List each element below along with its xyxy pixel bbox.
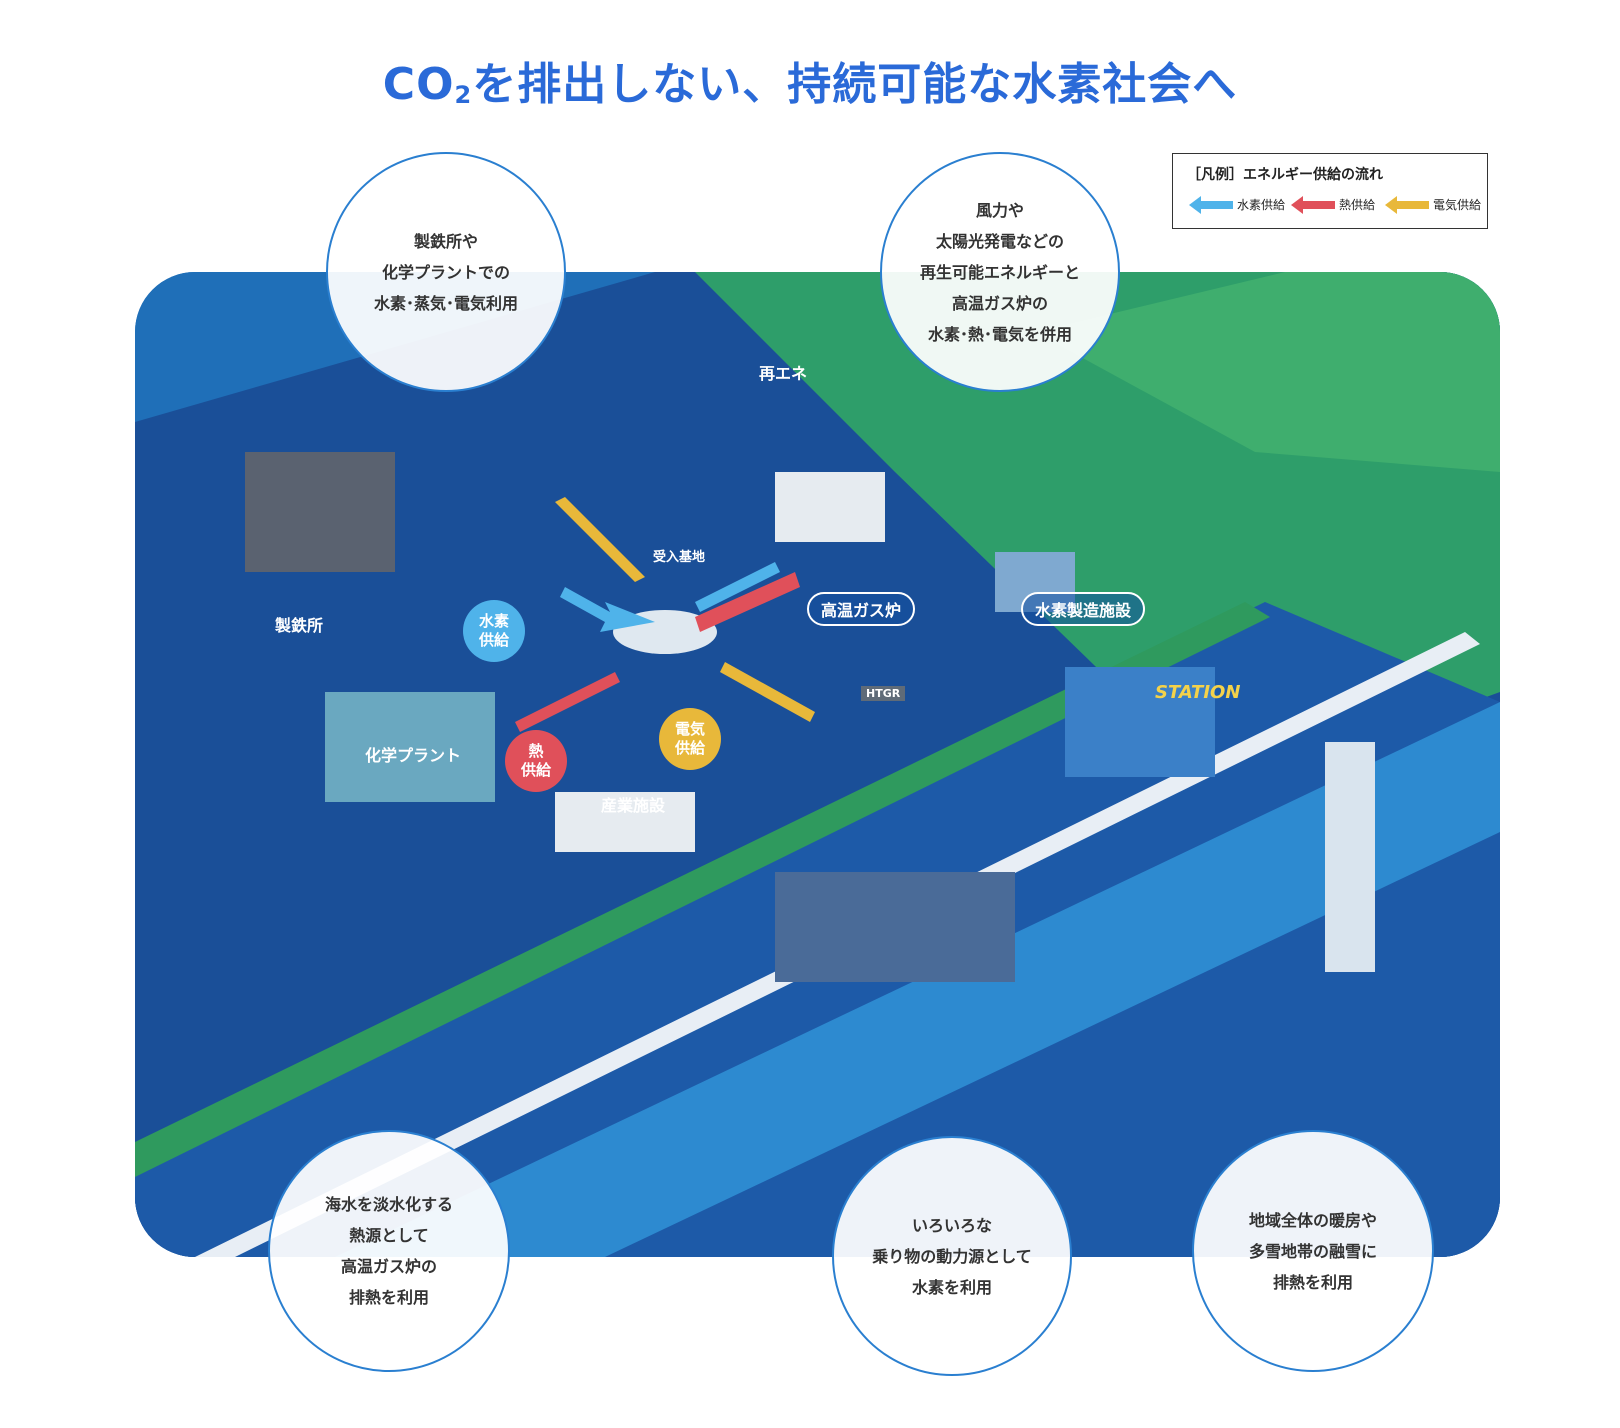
bubble-renewable: 風力や 太陽光発電などの 再生可能エネルギーと 高温ガス炉の 水素･熱･電気を併… [880,152,1120,392]
heat-supply-arrow-southwest [515,672,620,732]
steelworks-building [245,452,395,572]
htgr-label: 高温ガス炉 [807,592,916,626]
steelworks-label: 製鉄所 [275,616,324,635]
station-building [1065,667,1215,777]
htgr-building [775,472,885,542]
map-background [135,272,1500,1257]
station-sign: STATION [1155,682,1241,703]
bubble-heating: 地域全体の暖房や 多雪地帯の融雪に 排熱を利用 [1192,1130,1434,1372]
bubble-mobility: いろいろな 乗り物の動力源として 水素を利用 [832,1136,1072,1376]
hydrogen-supply-arrow-west [560,587,655,632]
industrial-building [555,792,695,852]
page-title: CO2を排出しない、持続可能な水素社会へ [382,59,1238,110]
heat-arrow-icon [1291,195,1335,214]
legend-item-hydrogen: 水素供給 [1189,195,1285,214]
tower-building [1325,742,1375,972]
bubble-steel-chemical: 製鉄所や 化学プラントでの 水素･蒸気･電気利用 [326,152,566,392]
receiving-base-label: 受入基地 [653,550,706,565]
legend: ［凡例］エネルギー供給の流れ 水素供給 熱供給 電気供給 [1172,153,1488,229]
mountain [1035,272,1500,472]
hydrogen-supply-badge: 水素 供給 [463,600,525,662]
hydrogen-arrow-icon [1189,195,1233,214]
chemical-tanks [325,692,495,802]
bubble-desalination: 海水を淡水化する 熱源として 高温ガス炉の 排熱を利用 [268,1130,510,1372]
industrial-label: 産業施設 [601,796,666,815]
heat-supply-badge: 熱 供給 [505,730,567,792]
legend-title: ［凡例］エネルギー供給の流れ [1187,167,1383,183]
h2-plant-label: 水素製造施設 [1021,592,1146,626]
tree-belt [135,602,1270,1177]
electricity-supply-arrow [720,662,815,722]
chemical-plant-label: 化学プラント [365,746,462,765]
htgr-sign: HTGR [861,686,906,701]
city-map-illustration: 製鉄所 化学プラント 受入基地 再エネ 産業施設 STATION HTGR 高温… [135,272,1500,1257]
legend-item-electricity: 電気供給 [1385,195,1481,214]
heat-supply-arrow-east [695,572,800,632]
hydrogen-supply-arrow-east [695,562,780,612]
electricity-supply-badge: 電気 供給 [659,708,721,770]
electricity-supply-arrow-north [555,497,645,582]
fuel-station-lot [775,872,1015,982]
renewable-label: 再エネ [759,364,808,383]
electricity-arrow-icon [1385,195,1429,214]
legend-item-heat: 熱供給 [1291,195,1375,214]
